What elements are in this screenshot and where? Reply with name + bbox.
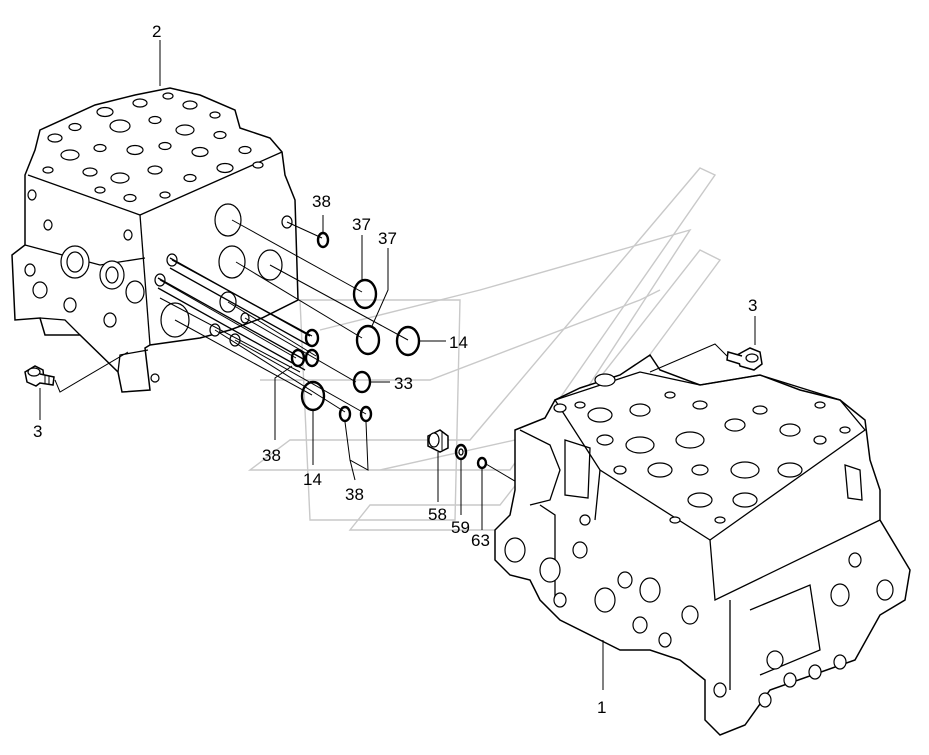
callout-38-top: 38 (312, 192, 331, 211)
leader-bolt-left (54, 351, 129, 393)
right-valve-block (494, 353, 911, 736)
o-ring-38d (338, 405, 352, 423)
callout-38-bottom: 38 (345, 485, 364, 504)
bolt-left (24, 365, 55, 387)
ring-63 (476, 456, 488, 470)
o-ring-38-top (316, 231, 330, 249)
top-face-holes (42, 92, 264, 203)
o-ring-37a (352, 278, 378, 310)
right-top-holes (553, 373, 851, 524)
o-ring-14-right (395, 325, 421, 357)
o-ring-38c (304, 348, 320, 368)
callout-14-bottom: 14 (303, 470, 322, 489)
o-ring-33 (352, 370, 372, 394)
callout-3-right: 3 (748, 296, 757, 315)
o-ring-38b (290, 348, 306, 368)
callout-labels: 2 3 3 38 37 37 14 33 38 14 38 58 59 63 1 (33, 22, 757, 717)
callout-2: 2 (152, 22, 161, 41)
o-ring-37b (355, 324, 381, 356)
callout-37-a: 37 (352, 215, 371, 234)
o-ring-14-bottom (300, 380, 326, 412)
callout-58: 58 (428, 505, 447, 524)
leader-bolt-right (649, 343, 728, 373)
o-ring-38a (304, 328, 320, 348)
right-face-bores (154, 203, 293, 347)
washer-59 (454, 443, 468, 461)
callout-63: 63 (471, 531, 490, 550)
callout-33: 33 (394, 374, 413, 393)
callout-3-left: 3 (33, 422, 42, 441)
callout-14-right: 14 (449, 333, 468, 352)
callout-59: 59 (451, 518, 470, 537)
right-side-ports (504, 514, 894, 708)
o-ring-38e (359, 405, 373, 423)
o-rings (290, 231, 421, 423)
bolt-right (726, 347, 763, 371)
rods (157, 257, 311, 371)
left-valve-block (11, 87, 299, 393)
callout-38-left: 38 (262, 446, 281, 465)
plug-58 (427, 429, 449, 453)
leaders-center (274, 215, 483, 530)
callout-1: 1 (597, 698, 606, 717)
front-face-ports (24, 189, 160, 383)
callout-37-b: 37 (378, 229, 397, 248)
